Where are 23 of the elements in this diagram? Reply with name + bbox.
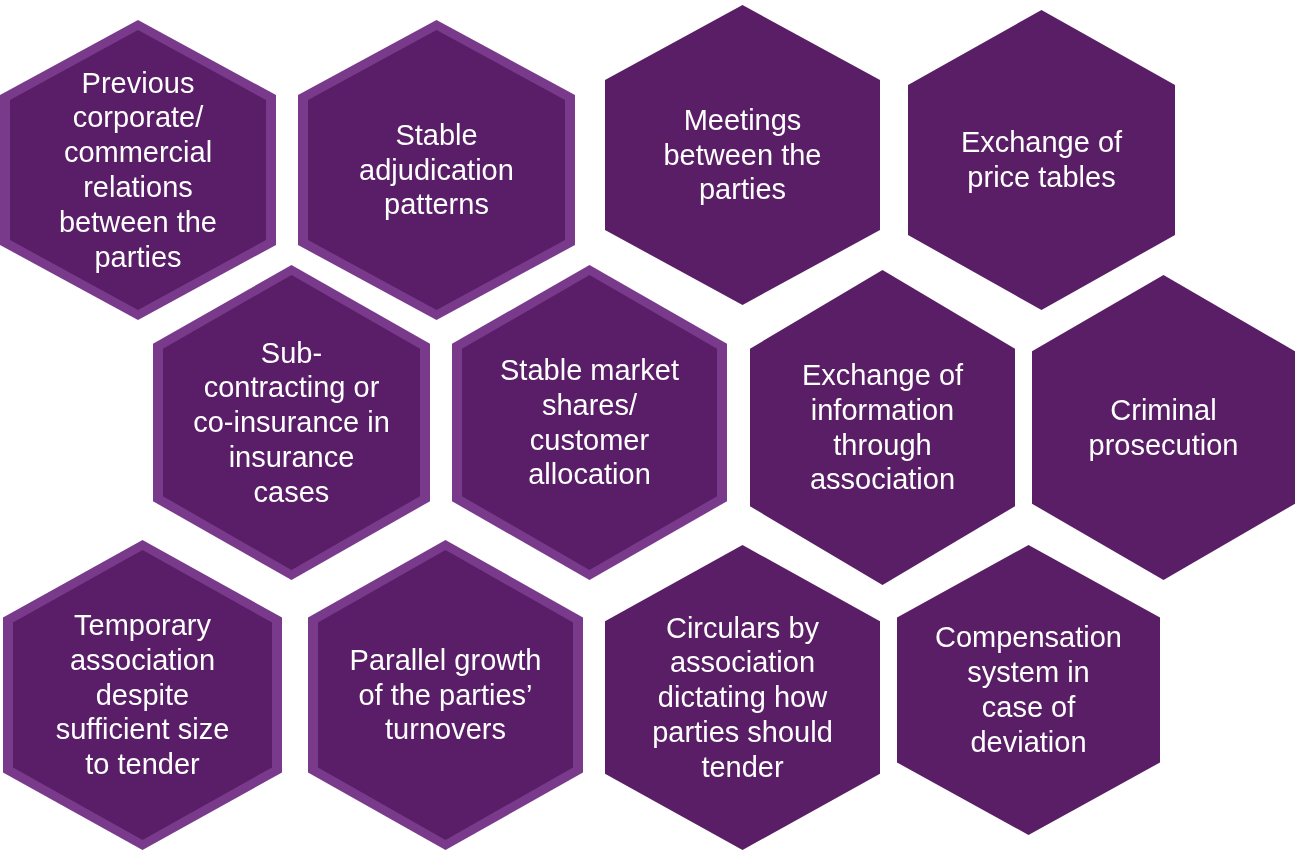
tile-label: Stable market shares/ customer allocation — [499, 352, 680, 493]
hexagon-tile — [308, 540, 583, 850]
hexagon-tile — [452, 265, 727, 580]
hexagon-tile — [897, 545, 1160, 835]
tile-label: Temporary association despite sufficient size to tender — [54, 608, 231, 782]
hexagon-tile — [908, 10, 1175, 310]
tile-label: Sub-contracting or co-insurance in insurance cases — [192, 335, 391, 510]
hexagon-tile — [605, 545, 880, 850]
hexagon-tile — [298, 20, 575, 320]
hexagon-tile — [605, 5, 880, 305]
tile-label: Exchange of information through association — [800, 357, 965, 498]
hexagon-tile — [750, 270, 1015, 585]
tile-label: Compensation system in case of deviation — [934, 620, 1123, 760]
tile-label: Exchange of price tables — [959, 125, 1124, 195]
tile-label: Parallel growth of the parties’ turnovers — [348, 642, 543, 748]
hexagon-tile — [1032, 275, 1295, 580]
tile-label: Circulars by association dictating how parties should tender — [651, 610, 834, 785]
tile-label: Meetings between the parties — [662, 102, 823, 208]
hexagon-tile — [0, 20, 276, 320]
tile-label: Criminal prosecution — [1087, 392, 1240, 463]
tile-label: Previous corporate/ commercial relations between the parties — [58, 65, 218, 275]
tile-label: Stable adjudication patterns — [358, 117, 515, 223]
hexagon-tile — [3, 540, 282, 850]
